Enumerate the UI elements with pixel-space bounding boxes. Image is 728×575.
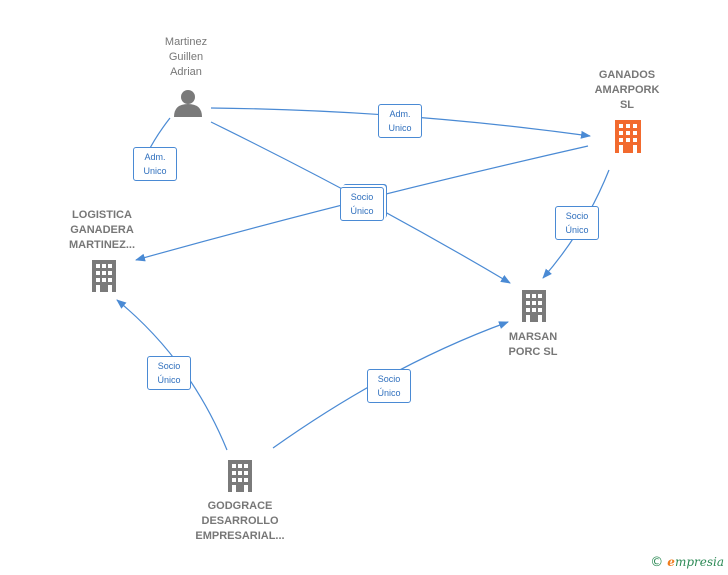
node-label-logistica[interactable]: LOGISTICA GANADERA MARTINEZ... <box>69 209 135 251</box>
brand-logo: ©empresia <box>650 555 724 570</box>
node-label-marsan[interactable]: MARSAN PORC SL <box>508 331 558 358</box>
node-label-martinez[interactable]: Martinez Guillen Adrian <box>164 36 208 78</box>
edge-label-socio-unico[interactable]: Socio Único <box>340 187 384 221</box>
node-label-godgrace[interactable]: GODGRACE DESARROLLO EMPRESARIAL... <box>195 500 285 542</box>
edge-label-socio-unico[interactable]: Socio Único <box>367 369 411 403</box>
building-icon[interactable] <box>228 460 252 492</box>
person-icon[interactable] <box>174 90 202 117</box>
building-icon[interactable] <box>615 120 641 153</box>
brand-initial: e <box>667 555 675 569</box>
brand-name: mpresia <box>674 555 724 569</box>
building-icon[interactable] <box>92 260 116 292</box>
edge-label-adm-unico[interactable]: Adm. Unico <box>133 147 177 181</box>
edge-label-adm-unico[interactable]: Adm. Unico <box>378 104 422 138</box>
edge-label-socio-unico[interactable]: Socio Único <box>147 356 191 390</box>
edge-label-socio-unico[interactable]: Socio Único <box>555 206 599 240</box>
copyright-icon: © <box>650 555 664 570</box>
node-label-ganados[interactable]: GANADOS AMARPORK SL <box>594 69 660 111</box>
building-icon[interactable] <box>522 290 546 322</box>
